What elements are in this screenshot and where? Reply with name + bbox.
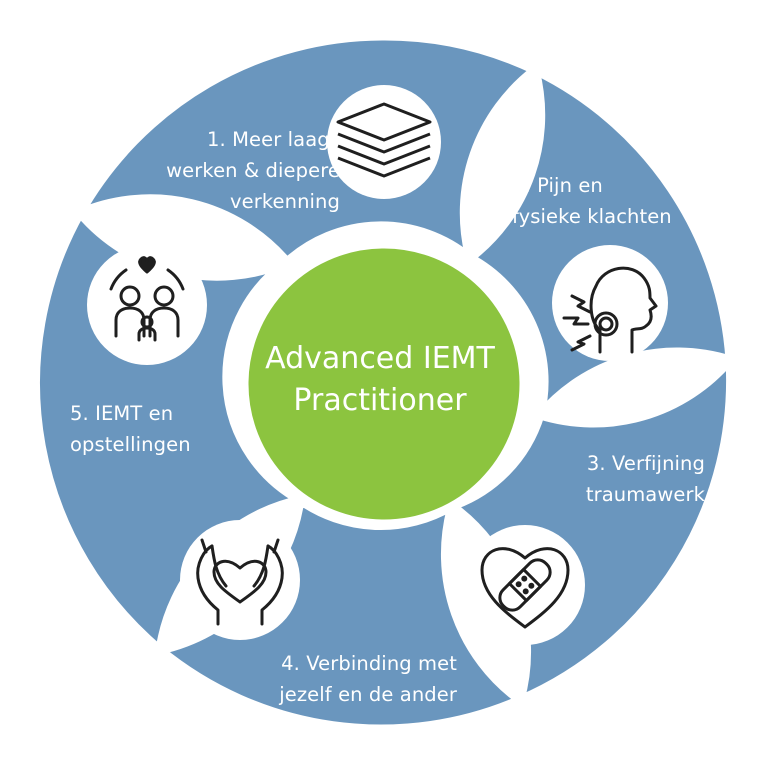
segment-4-line-2: jezelf en de ander bbox=[279, 683, 457, 706]
icon-circle-3 bbox=[465, 525, 585, 645]
center-circle bbox=[241, 241, 527, 527]
segment-2 bbox=[465, 65, 735, 420]
segment-2-line-2: fysieke klachten bbox=[512, 205, 672, 228]
icon-circle-5 bbox=[87, 245, 207, 365]
segment-1-line-3: verkenning bbox=[229, 190, 340, 213]
segment-1-label: 1. Meer laags werken & diepere verkennin… bbox=[125, 124, 340, 217]
segment-5-label: 5. IEMT en opstellingen bbox=[70, 398, 191, 460]
segment-1 bbox=[75, 31, 540, 267]
segment-3-line-2: traumawerk bbox=[585, 483, 705, 506]
center-title-line-1: Advanced IEMT bbox=[265, 341, 495, 376]
segment-4-label: 4. Verbinding met jezelf en de ander bbox=[257, 648, 457, 710]
segment-1-line-1: 1. Meer laags bbox=[207, 128, 340, 151]
segment-2-label: 2. Pijn en fysieke klachten bbox=[512, 170, 672, 232]
bandaged-heart-icon bbox=[480, 547, 570, 629]
hands-heart-icon bbox=[196, 538, 284, 626]
head-pain-icon bbox=[562, 266, 658, 354]
segment-3-line-1: 3. Verfijning bbox=[586, 452, 705, 475]
segment-4 bbox=[155, 495, 525, 734]
center-title-line-2: Practitioner bbox=[293, 383, 467, 418]
segment-3-label: 3. Verfijning traumawerk bbox=[530, 448, 705, 510]
icon-circle-1 bbox=[327, 85, 441, 199]
segment-5-line-2: opstellingen bbox=[70, 433, 191, 456]
segment-2-line-1: 2. Pijn en bbox=[512, 174, 603, 197]
family-constellation-icon bbox=[109, 256, 185, 342]
icon-circle-4 bbox=[180, 520, 300, 640]
icon-circle-2 bbox=[552, 245, 668, 361]
segment-4-line-1: 4. Verbinding met bbox=[281, 652, 457, 675]
segment-5-line-1: 5. IEMT en bbox=[70, 402, 174, 425]
layers-icon bbox=[336, 102, 432, 178]
center-title: Advanced IEMT Practitioner bbox=[230, 338, 530, 422]
segment-1-line-2: werken & diepere bbox=[166, 159, 340, 182]
